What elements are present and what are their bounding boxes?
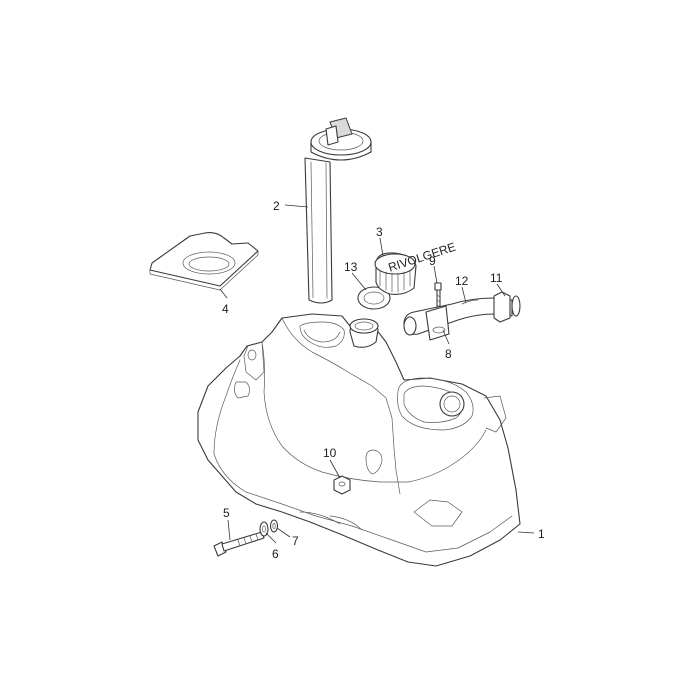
callout-13: 13	[344, 260, 358, 274]
leader-6	[265, 532, 277, 544]
part-9-screw	[434, 282, 442, 315]
callout-3: 3	[376, 225, 383, 239]
callout-1: 1	[538, 527, 545, 541]
callout-8: 8	[445, 347, 452, 361]
part-11-hose-clip	[493, 291, 521, 323]
part-8-hose-clamp	[425, 305, 450, 341]
part-5-bolt	[213, 531, 265, 557]
leader-13	[351, 272, 367, 291]
callout-7: 7	[292, 534, 299, 548]
part-1-fuel-tank	[197, 313, 521, 567]
fuel-cap-marking: RIVOLGERE	[387, 240, 458, 275]
part-10-nut	[333, 475, 351, 495]
part-3-fuel-cap: RIVOLGERE	[374, 240, 458, 295]
leader-4	[219, 288, 228, 299]
callout-10: 10	[323, 446, 337, 460]
callout-12: 12	[455, 274, 469, 288]
leader-12	[461, 286, 467, 304]
part-2-fuel-level-sensor	[304, 117, 372, 304]
leader-10	[329, 459, 341, 479]
leader-3	[379, 237, 384, 257]
callout-9: 9	[429, 254, 436, 268]
leader-9	[433, 265, 438, 284]
callout-4: 4	[222, 302, 229, 316]
leader-2	[284, 204, 309, 208]
leader-1	[517, 531, 535, 534]
callout-labels: 1 2 3 4 5 6 7 8 9 10 11 12 13	[222, 199, 545, 561]
leader-7	[276, 527, 291, 538]
leader-8	[442, 329, 450, 345]
part-4-tank-pad	[149, 232, 259, 291]
part-7-washer	[269, 519, 279, 533]
leader-lines	[219, 204, 535, 544]
callout-2: 2	[273, 199, 280, 213]
leader-5	[227, 519, 231, 541]
leader-11	[496, 283, 506, 297]
callout-11: 11	[490, 271, 503, 285]
part-6-washer	[259, 521, 269, 537]
part-13-seal-ring	[357, 286, 391, 310]
callout-6: 6	[272, 547, 279, 561]
callout-5: 5	[223, 506, 230, 520]
